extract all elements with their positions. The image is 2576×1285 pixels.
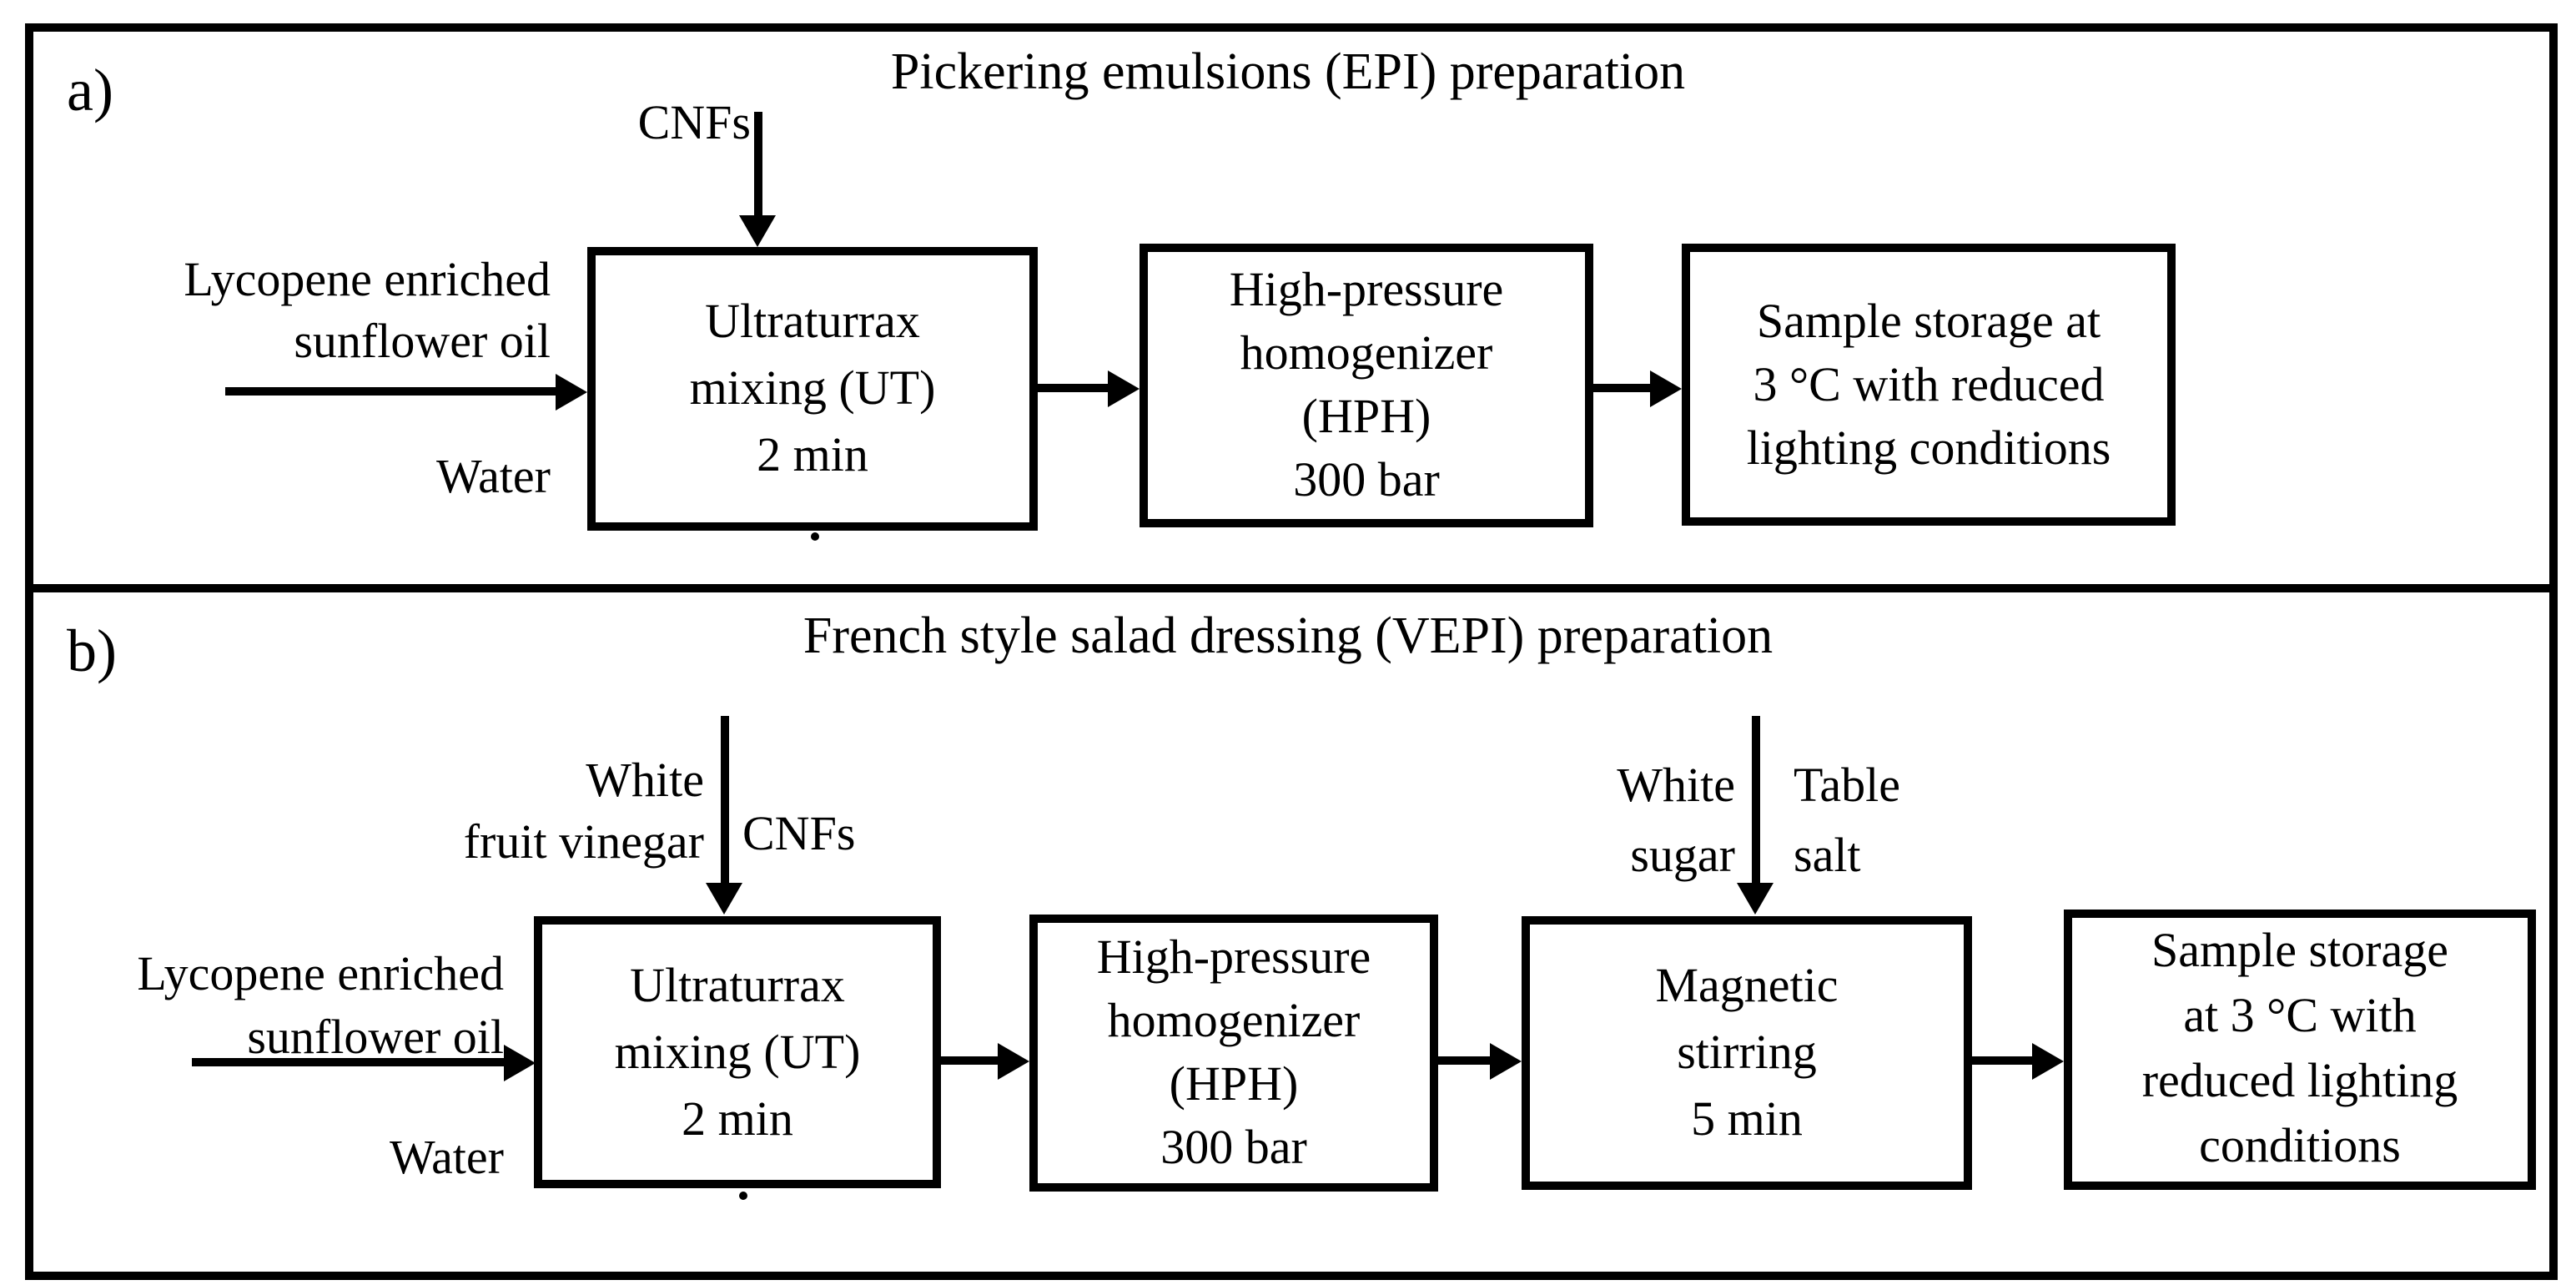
figure-border	[25, 23, 2558, 1280]
panel-b-oil-label: Lycopene enriched sunflower oil	[50, 943, 504, 1070]
arrow-shaft	[1038, 384, 1111, 392]
box-text-line: reduced lighting	[2141, 1055, 2458, 1108]
arrow-shaft	[1972, 1056, 2035, 1065]
box-text-line: mixing (UT)	[614, 1025, 861, 1079]
arrow-head	[739, 215, 776, 247]
arrow-shaft	[1752, 716, 1760, 884]
box-text-line: homogenizer	[1240, 327, 1493, 380]
panel-b-box-hph: High-pressure homogenizer (HPH) 300 bar	[1029, 915, 1438, 1192]
box-text-line: at 3 °C with	[2183, 990, 2417, 1043]
panel-b-vinegar-line2: fruit vinegar	[463, 816, 704, 869]
arrow-shaft	[225, 387, 559, 396]
panel-a-oil-line2: sunflower oil	[294, 315, 551, 369]
box-text-line: 300 bar	[1293, 454, 1440, 507]
panel-b-box-storage: Sample storage at 3 °C with reduced ligh…	[2064, 910, 2536, 1190]
arrow-head	[706, 883, 742, 915]
box-text-line: conditions	[2199, 1120, 2401, 1173]
panel-a-box-hph: High-pressure homogenizer (HPH) 300 bar	[1140, 244, 1593, 527]
arrow-shaft	[192, 1058, 507, 1066]
arrow-head	[1650, 370, 1682, 407]
panel-b-vinegar-label: White fruit vinegar	[370, 751, 704, 874]
box-text-line: Ultraturrax	[630, 959, 845, 1012]
box-text-line: Sample storage at	[1756, 295, 2101, 348]
panel-b-cnfs-label: CNFs	[742, 808, 856, 861]
box-text-line: homogenizer	[1107, 995, 1361, 1048]
arrow-head	[1108, 370, 1140, 407]
box-text-line: mixing (UT)	[689, 362, 936, 416]
panel-a-box-storage: Sample storage at 3 °C with reduced ligh…	[1682, 244, 2176, 526]
panel-b-label: b)	[67, 617, 117, 684]
arrow-shaft	[721, 716, 729, 884]
arrow-head	[504, 1045, 536, 1081]
arrow-shaft	[941, 1056, 1001, 1065]
panel-b-sugar-line2: sugar	[1630, 829, 1735, 883]
box-text-line: (HPH)	[1169, 1058, 1299, 1111]
arrow-head	[998, 1043, 1029, 1080]
arrow-head	[1490, 1043, 1522, 1080]
box-text-line: High-pressure	[1096, 931, 1371, 985]
arrow-shaft	[1438, 1056, 1493, 1065]
box-text-line: (HPH)	[1301, 391, 1431, 444]
panel-a-box-ultraturrax: Ultraturrax mixing (UT) 2 min	[587, 247, 1038, 531]
panel-a-title: Pickering emulsions (EPI) preparation	[890, 42, 1686, 100]
box-text-line: High-pressure	[1229, 264, 1504, 317]
box-text-line: 2 min	[757, 429, 868, 482]
box-text-line: Magnetic	[1655, 960, 1839, 1013]
panel-b-salt-line1: Table	[1794, 759, 1900, 813]
panel-b-oil-line1: Lycopene enriched	[137, 948, 504, 1001]
panel-b-vinegar-line1: White	[586, 754, 704, 808]
panel-b-sugar-label: White sugar	[1485, 751, 1735, 891]
panel-b-sugar-line1: White	[1617, 759, 1735, 813]
arrow-shaft	[754, 112, 762, 217]
panel-a-oil-label: Lycopene enriched sunflower oil	[67, 250, 551, 374]
box-text-line: 3 °C with reduced	[1753, 358, 2105, 411]
arrow-head	[556, 374, 587, 411]
panel-a-water-label: Water	[435, 451, 551, 504]
box-text-line: Ultraturrax	[705, 295, 920, 349]
stray-dot	[811, 532, 819, 541]
panel-a-label: a)	[67, 57, 113, 123]
box-text-line: 2 min	[682, 1092, 793, 1146]
box-text-line: 300 bar	[1160, 1121, 1307, 1175]
box-text-line: Sample storage	[2151, 925, 2448, 978]
stray-dot	[739, 1192, 747, 1200]
panel-divider	[25, 584, 2558, 592]
panel-b-water-label: Water	[389, 1131, 504, 1185]
panel-b-salt-line2: salt	[1794, 829, 1861, 883]
panel-b-oil-line2: sunflower oil	[247, 1011, 504, 1065]
box-text-line: stirring	[1677, 1026, 1817, 1080]
panel-b-title: French style salad dressing (VEPI) prepa…	[802, 606, 1774, 664]
panel-b-box-ultraturrax: Ultraturrax mixing (UT) 2 min	[534, 916, 941, 1188]
arrow-shaft	[1593, 384, 1653, 392]
box-text-line: 5 min	[1691, 1093, 1803, 1146]
panel-b-box-stirring: Magnetic stirring 5 min	[1522, 916, 1972, 1190]
arrow-head	[1737, 883, 1774, 915]
panel-a-oil-line1: Lycopene enriched	[184, 254, 551, 307]
arrow-head	[2032, 1043, 2064, 1080]
box-text-line: lighting conditions	[1746, 421, 2111, 475]
panel-b-salt-label: Table salt	[1794, 751, 2044, 891]
panel-a-cnfs-label: CNFs	[637, 97, 751, 150]
